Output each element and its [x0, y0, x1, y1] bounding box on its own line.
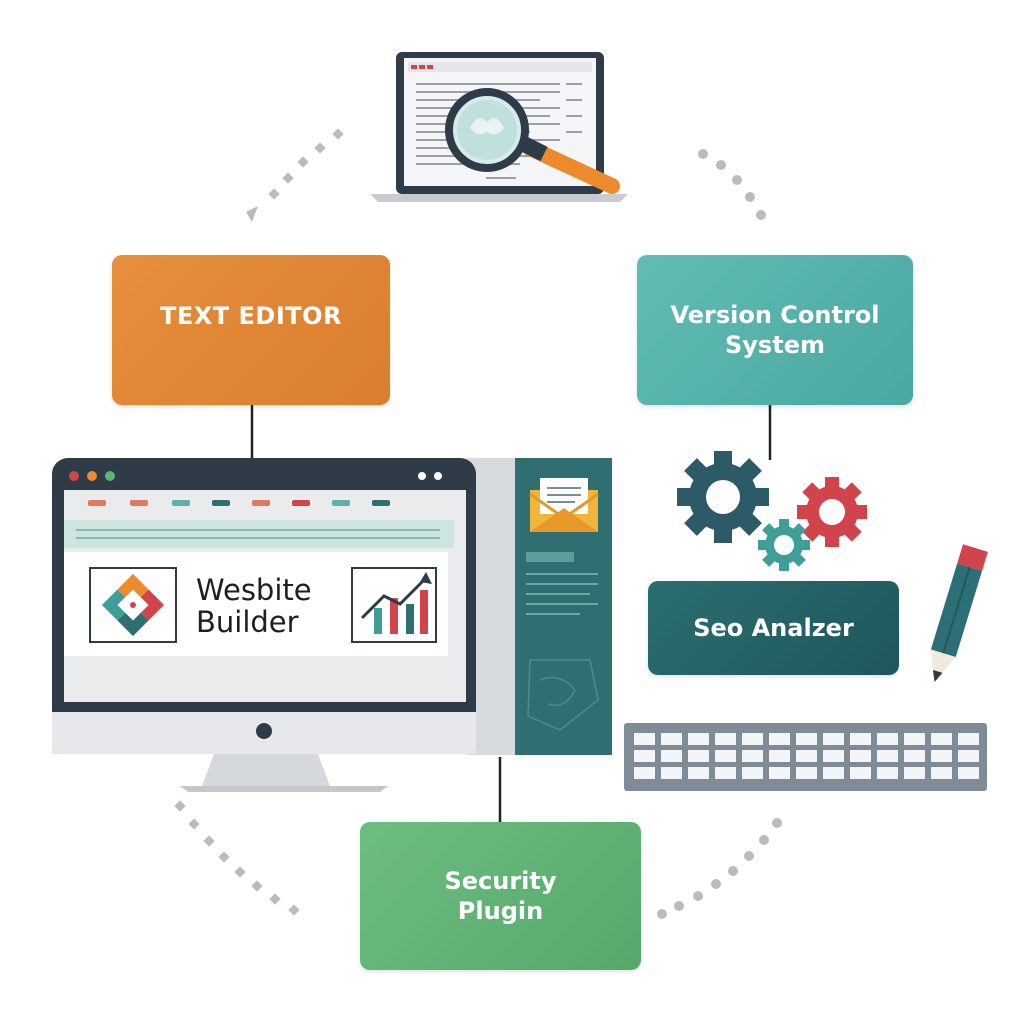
keyboard-key: [769, 767, 790, 779]
keyboard-key: [688, 767, 709, 779]
version-control-label-line1: Version Control: [670, 301, 880, 329]
security-plugin-label-line2: Plugin: [457, 897, 544, 925]
keyboard-key: [715, 767, 736, 779]
growth-chart-icon: [360, 572, 432, 634]
seo-analyzer-node: Seo Analzer: [648, 581, 899, 675]
gear-dark-icon: [677, 451, 769, 543]
nav-pills: [88, 500, 390, 506]
keyboard-key: [796, 733, 817, 745]
keyboard-key: [823, 750, 844, 762]
keyboard-key: [769, 750, 790, 762]
keyboard-key: [796, 750, 817, 762]
website-builder-title: Wesbite Builder: [196, 574, 312, 639]
keyboard-key: [823, 767, 844, 779]
monitor-icon: [52, 458, 612, 792]
keyboard-key: [958, 733, 979, 745]
keyboard-icon: [624, 723, 987, 791]
keyboard-key: [904, 750, 925, 762]
keyboard-key: [931, 733, 952, 745]
security-plugin-node: Security Plugin: [360, 822, 641, 970]
keyboard-key: [877, 767, 898, 779]
keyboard-key: [634, 750, 655, 762]
version-control-label-line2: System: [725, 331, 825, 359]
keyboard-key: [688, 733, 709, 745]
keyboard-key: [850, 767, 871, 779]
keyboard-key: [850, 750, 871, 762]
keyboard-key: [904, 767, 925, 779]
keyboard-key: [715, 733, 736, 745]
keyboard-key: [877, 733, 898, 745]
laptop-magnifier-icon: [370, 52, 628, 202]
version-control-node: Version Control System: [637, 255, 913, 405]
keyboard-key: [931, 767, 952, 779]
dotted-arc-top-right: [698, 149, 766, 220]
security-plugin-label-line1: Security: [444, 867, 557, 895]
dotted-arc-bottom-right: [657, 818, 782, 919]
dotted-circle: [174, 128, 782, 919]
dotted-arc-top-left: [246, 128, 344, 222]
keyboard-key: [931, 750, 952, 762]
gear-teal-icon: [758, 519, 810, 571]
keyboard-key: [688, 750, 709, 762]
keyboard-key: [661, 733, 682, 745]
keyboard-key: [850, 733, 871, 745]
keyboard-key: [742, 767, 763, 779]
website-builder-title-line1: Wesbite: [196, 573, 312, 607]
seo-analyzer-label: Seo Analzer: [693, 614, 854, 642]
keyboard-key: [742, 733, 763, 745]
text-editor-node: TEXT EDITOR: [112, 255, 390, 405]
keyboard-key: [661, 767, 682, 779]
keyboard-key: [769, 733, 790, 745]
keyboard-key: [823, 733, 844, 745]
keyboard-key: [904, 733, 925, 745]
dotted-arc-bottom-left: [174, 800, 300, 916]
connectors: [250, 405, 772, 822]
keyboard-key: [634, 767, 655, 779]
keyboard-key: [958, 767, 979, 779]
keyboard-key: [742, 750, 763, 762]
envelope-icon: [529, 478, 599, 532]
keyboard-key: [958, 750, 979, 762]
keyboard-key: [661, 750, 682, 762]
text-editor-label: TEXT EDITOR: [160, 302, 342, 330]
keyboard-key: [634, 733, 655, 745]
pencil-icon: [930, 544, 988, 682]
keyboard-key: [796, 767, 817, 779]
keyboard-key: [877, 750, 898, 762]
gear-red-icon: [797, 477, 867, 547]
website-builder-title-line2: Builder: [196, 605, 299, 640]
gears-icon: [677, 451, 867, 571]
keyboard-key: [715, 750, 736, 762]
